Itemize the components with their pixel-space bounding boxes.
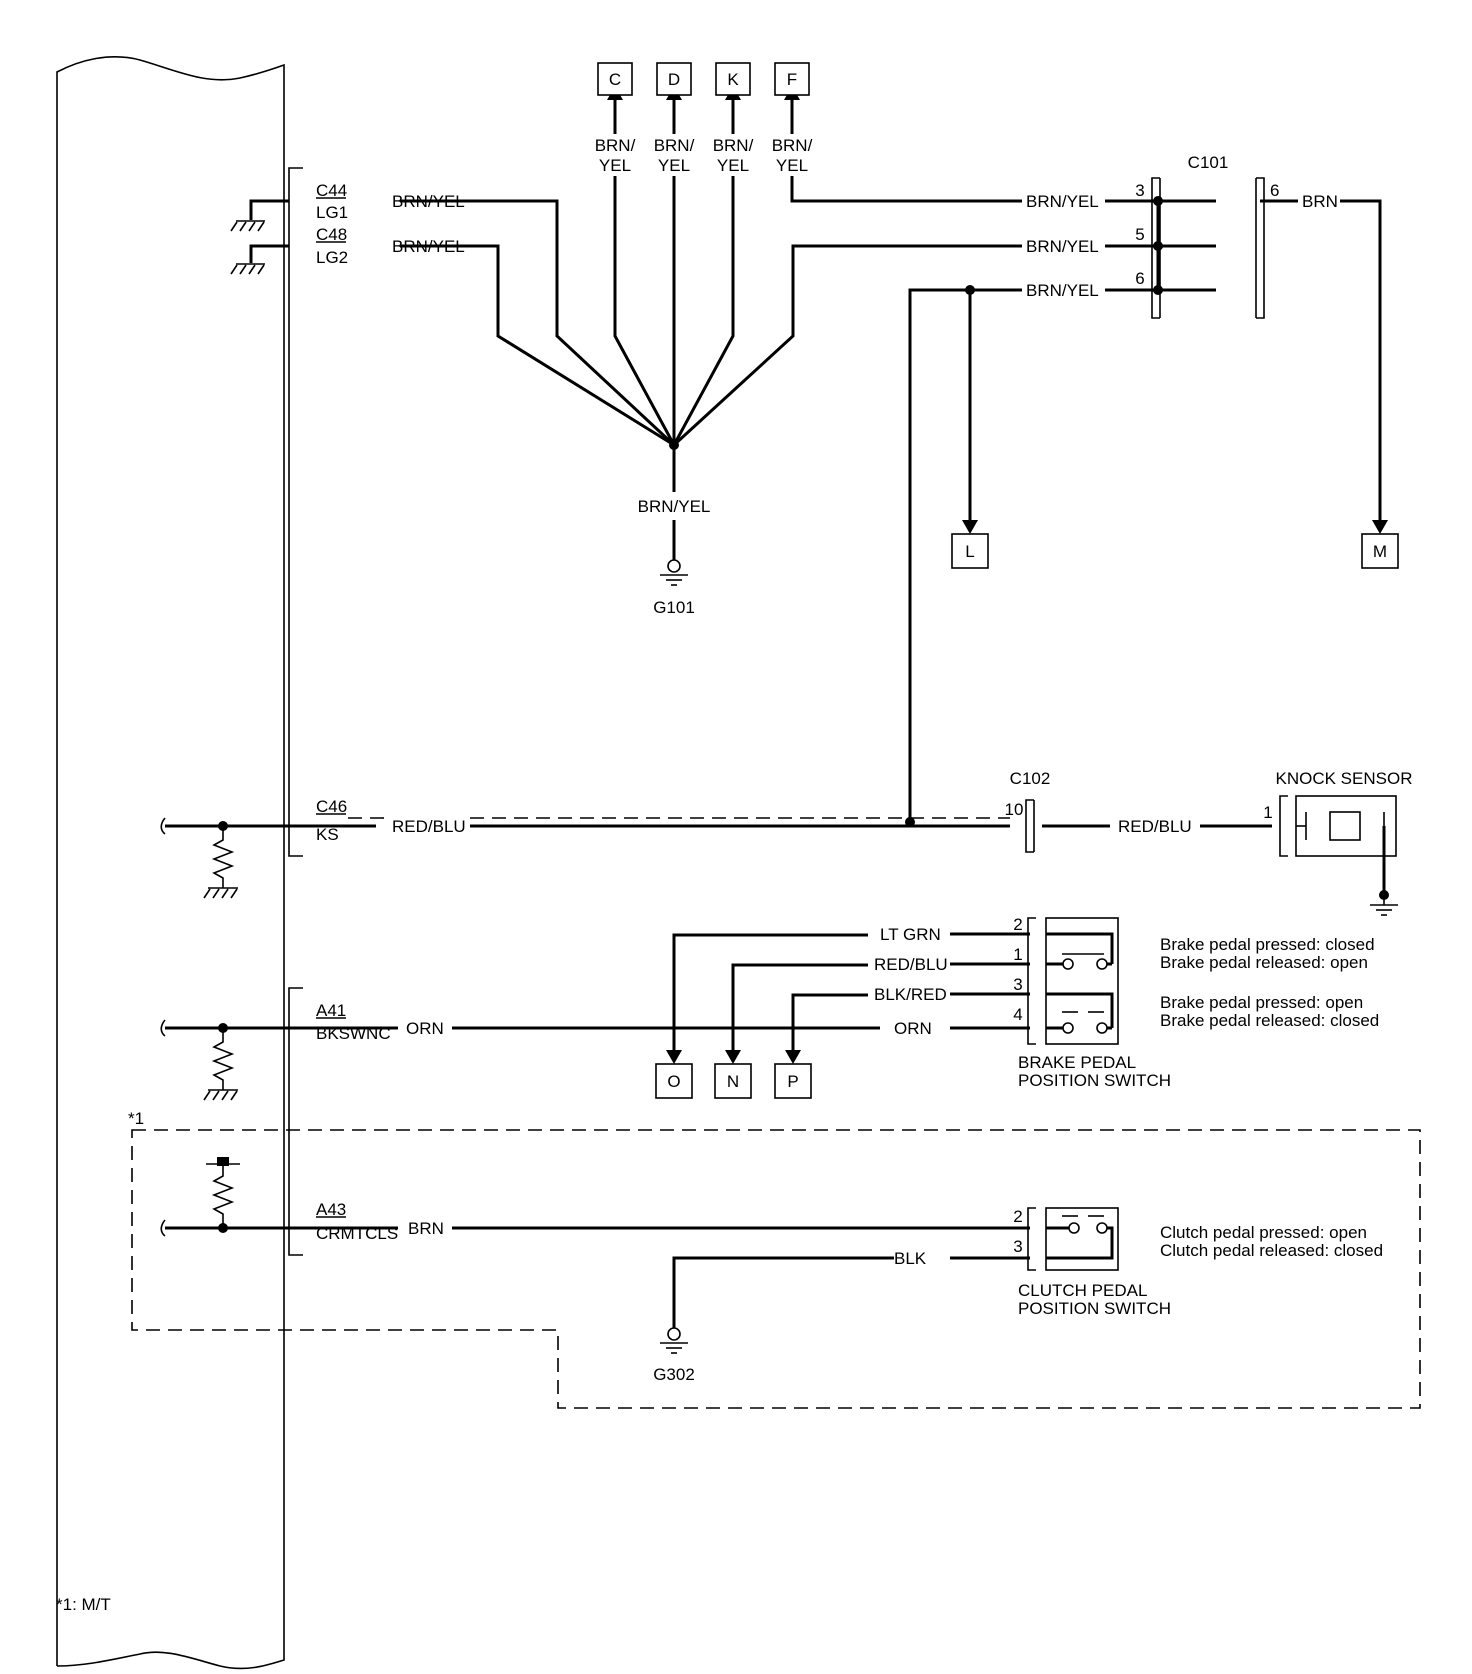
clutch-note-1: Clutch pedal pressed: open — [1160, 1223, 1367, 1242]
ref-box-o: O — [655, 1063, 693, 1099]
svg-text:K: K — [727, 70, 739, 89]
brake-pin-3: 3 — [1013, 975, 1022, 994]
branch-wire-c-2: YEL — [599, 156, 631, 175]
ref-box-p: P — [774, 1063, 812, 1099]
knock-sensor: KNOCK SENSOR 1 — [1263, 769, 1413, 916]
pin-name-lg2: LG2 — [316, 248, 348, 267]
c102-label: C102 — [1010, 769, 1051, 788]
ecm-pin-labels: C44 LG1 C48 LG2 C46 KS A41 BKSWNC A43 CR… — [316, 181, 398, 1243]
svg-text:N: N — [727, 1072, 739, 1091]
pin-id-c46: C46 — [316, 797, 347, 816]
svg-text:P: P — [787, 1072, 798, 1091]
pin-id-c44: C44 — [316, 181, 347, 200]
knock-sensor-label: KNOCK SENSOR — [1276, 769, 1413, 788]
branch-wire-f-2: YEL — [776, 156, 808, 175]
pin-id-a43: A43 — [316, 1200, 346, 1219]
c102-connector: C102 10 — [1005, 769, 1051, 853]
brake-pin-1: 1 — [1013, 945, 1022, 964]
wire-label-c101-in5: BRN/YEL — [1026, 237, 1099, 256]
c101-pin-3: 3 — [1135, 181, 1144, 200]
branch-ref-c: C — [597, 62, 633, 96]
clutch-note-2: Clutch pedal released: closed — [1160, 1241, 1383, 1260]
clutch-switch-title-1: CLUTCH PEDAL — [1018, 1281, 1147, 1300]
svg-text:M: M — [1373, 542, 1387, 561]
branch-wire-k-1: BRN/ — [713, 136, 754, 155]
svg-text:C: C — [609, 70, 621, 89]
svg-text:L: L — [965, 542, 974, 561]
brake-switch-title-2: POSITION SWITCH — [1018, 1071, 1171, 1090]
ground-label-g302: G302 — [653, 1365, 695, 1384]
brake-note-3: Brake pedal pressed: open — [1160, 993, 1363, 1012]
ground-label-g101: G101 — [653, 598, 695, 617]
wire-label-c48: BRN/YEL — [392, 237, 465, 256]
pin-id-a41: A41 — [316, 1001, 346, 1020]
clutch-switch-wiring — [289, 1226, 1030, 1354]
branch-ref-k: K — [715, 62, 751, 96]
clutch-switch-title-2: POSITION SWITCH — [1018, 1299, 1171, 1318]
wire-label-c44: BRN/YEL — [392, 192, 465, 211]
pin-id-c48: C48 — [316, 225, 347, 244]
ecm-internal-grounds — [230, 199, 289, 275]
wire-label-brake-p1: RED/BLU — [874, 955, 948, 974]
brake-note-2: Brake pedal released: open — [1160, 953, 1368, 972]
ref-box-m: M — [1361, 533, 1399, 569]
ecm-internal-circuits — [160, 817, 289, 1237]
shield-ground-wiring — [905, 196, 1388, 827]
brake-switch-title-1: BRAKE PEDAL — [1018, 1053, 1136, 1072]
wire-label-clutch-p3: BLK — [894, 1249, 927, 1268]
wire-label-a41: ORN — [406, 1019, 444, 1038]
wire-label-c101-in3: BRN/YEL — [1026, 192, 1099, 211]
branch-wire-f-1: BRN/ — [772, 136, 813, 155]
branch-ref-f: F — [774, 62, 810, 96]
branch-ref-d: D — [656, 62, 692, 96]
wire-label-c101-out: BRN — [1302, 192, 1338, 211]
branch-wire-c-1: BRN/ — [595, 136, 636, 155]
c101-connector: C101 3 5 6 6 — [1135, 153, 1279, 319]
ecm-body — [56, 55, 285, 1670]
c101-pin-5: 5 — [1135, 225, 1144, 244]
svg-text:F: F — [787, 70, 797, 89]
branch-boxes: C D K F — [597, 62, 810, 96]
brake-pin-4: 4 — [1013, 1005, 1022, 1024]
brake-pin-2: 2 — [1013, 915, 1022, 934]
brake-note-4: Brake pedal released: closed — [1160, 1011, 1379, 1030]
pin-underlines — [316, 197, 346, 1218]
branch-wire-k-2: YEL — [717, 156, 749, 175]
mt-option-marker: *1 — [128, 1109, 144, 1128]
wire-label-ground-g101: BRN/YEL — [638, 497, 711, 516]
ref-box-l: L — [951, 533, 989, 569]
c102-pin: 10 — [1005, 800, 1024, 819]
wire-label-c101-in6: BRN/YEL — [1026, 281, 1099, 300]
wire-label-brake-p2: LT GRN — [880, 925, 941, 944]
knock-sensor-pin: 1 — [1263, 803, 1272, 822]
c101-out-pin-6: 6 — [1270, 181, 1279, 200]
branch-arrows — [607, 86, 800, 100]
mt-option-boundary — [131, 1129, 1421, 1409]
ref-box-n: N — [714, 1063, 752, 1099]
wire-label-ks-right: RED/BLU — [1118, 817, 1192, 836]
branch-wire-d-1: BRN/ — [654, 136, 695, 155]
branch-wire-labels: BRN/ YEL BRN/ YEL BRN/ YEL BRN/ YEL — [592, 134, 815, 176]
wire-label-a43: BRN — [408, 1219, 444, 1238]
brake-switch-wiring — [289, 932, 1030, 1064]
brake-pedal-switch: 2 1 3 4 BRAKE PEDAL POSITION SWITCH Brak… — [1013, 915, 1379, 1090]
brake-note-1: Brake pedal pressed: closed — [1160, 935, 1375, 954]
pin-name-lg1: LG1 — [316, 203, 348, 222]
c101-pin-6: 6 — [1135, 269, 1144, 288]
footnote-legend: *1: M/T — [56, 1595, 111, 1614]
ecm-connector-brackets — [288, 167, 303, 1256]
clutch-pin-3: 3 — [1013, 1237, 1022, 1256]
svg-text:O: O — [667, 1072, 680, 1091]
branch-wire-d-2: YEL — [658, 156, 690, 175]
svg-text:D: D — [668, 70, 680, 89]
wire-label-brake-p3: BLK/RED — [874, 985, 947, 1004]
clutch-pedal-switch: 2 3 CLUTCH PEDAL POSITION SWITCH Clutch … — [1013, 1207, 1383, 1318]
knock-sensor-wire — [289, 817, 1272, 828]
c101-label: C101 — [1188, 153, 1229, 172]
wire-label-brake-p4: ORN — [894, 1019, 932, 1038]
wire-label-c46: RED/BLU — [392, 817, 466, 836]
clutch-pin-2: 2 — [1013, 1207, 1022, 1226]
pin-name-ks: KS — [316, 825, 339, 844]
